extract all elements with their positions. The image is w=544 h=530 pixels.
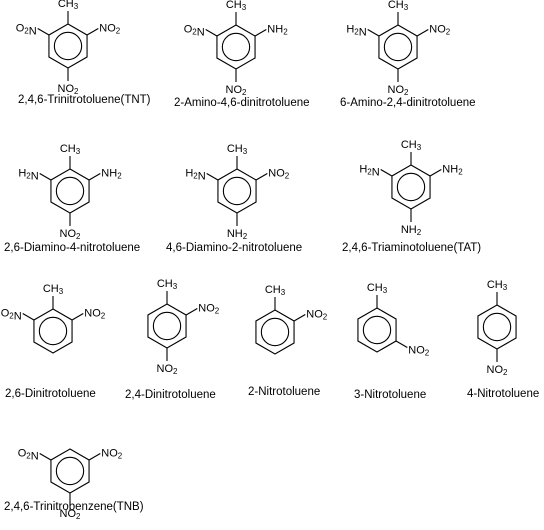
nitro-group-label: NO2 xyxy=(198,302,220,315)
amino-group-label: NH2 xyxy=(267,23,288,36)
bond-top_left xyxy=(39,453,52,461)
nitro-group-label: NO2 xyxy=(226,84,248,97)
bond-top_left xyxy=(39,173,52,181)
aromatic-circle xyxy=(55,176,85,206)
aromatic-circle xyxy=(38,316,68,346)
compound-name-26dnt: 2,6-Dinitrotoluene xyxy=(5,388,96,400)
bond-top_right xyxy=(293,314,306,322)
nitro-group-label: NO2 xyxy=(157,363,179,376)
nitro-group-label: O2N xyxy=(1,307,22,322)
nitro-group-label: O2N xyxy=(16,22,37,37)
amino-group-label: NH2 xyxy=(442,163,463,176)
nitro-group-label: NO2 xyxy=(388,84,410,97)
aromatic-circle xyxy=(482,312,512,342)
bond-top_left xyxy=(206,173,219,181)
aromatic-circle xyxy=(396,172,426,202)
compound-name-26d4: 2,6-Diamino-4-nitrotoluene xyxy=(4,242,141,254)
compound-name-3nt: 3-Nitrotoluene xyxy=(354,389,427,401)
methyl-group-label: CH3 xyxy=(401,139,422,152)
aromatic-circle xyxy=(260,317,290,347)
bond-top_left xyxy=(205,29,218,37)
bond-top_left xyxy=(367,29,380,37)
methyl-group-label: CH3 xyxy=(58,0,79,11)
compound-name-2nt: 2-Nitrotoluene xyxy=(248,386,321,398)
nitro-group-label: NO2 xyxy=(487,364,509,377)
bond-top_right xyxy=(88,453,101,461)
aromatic-circle xyxy=(221,32,251,62)
methyl-group-label: CH3 xyxy=(388,0,409,12)
methyl-group-label: CH3 xyxy=(157,278,178,291)
compound-name-tnt: 2,4,6-Trinitrotoluene(TNT) xyxy=(18,94,151,106)
aromatic-circle xyxy=(222,176,252,206)
aromatic-circle xyxy=(362,315,392,345)
nitro-group-label: NO2 xyxy=(99,22,121,35)
nitro-group-label: NO2 xyxy=(306,308,328,321)
bond-top_right xyxy=(255,173,268,181)
aromatic-circle xyxy=(383,32,413,62)
methyl-group-label: CH3 xyxy=(43,283,64,296)
methyl-group-label: CH3 xyxy=(367,282,388,295)
compound-name-4nt: 4-Nitrotoluene xyxy=(467,388,540,400)
bond-top_left xyxy=(380,169,393,177)
bond-top_left xyxy=(22,313,35,321)
bond-bottom_right xyxy=(395,340,408,348)
nitro-group-label: O2N xyxy=(18,447,39,462)
nitro-group-label: NO2 xyxy=(268,167,290,180)
nitro-group-label: NO2 xyxy=(101,447,123,460)
compound-name-tat: 2,4,6-Triaminotoluene(TAT) xyxy=(342,242,482,254)
bond-top_right xyxy=(185,308,198,316)
benzene-ring xyxy=(357,307,397,353)
bond-top_right xyxy=(254,29,267,37)
bond-top_right xyxy=(86,28,99,36)
nitro-group-label: NO2 xyxy=(60,228,82,241)
aromatic-circle xyxy=(55,456,85,486)
nitro-group-label: NO2 xyxy=(58,83,80,96)
compound-name-2a46: 2-Amino-4,6-dinitrotoluene xyxy=(174,97,310,109)
compound-name-tnb: 2,4,6-Trinitrobenzene(TNB) xyxy=(4,501,144,513)
compound-name-6a24: 6-Amino-2,4-dinitrotoluene xyxy=(340,97,476,109)
amino-group-label: NH2 xyxy=(101,167,122,180)
bond-top_right xyxy=(429,169,442,177)
aromatic-circle xyxy=(152,311,182,341)
bond-top_right xyxy=(88,173,101,181)
methyl-group-label: CH3 xyxy=(60,143,81,156)
aromatic-circle xyxy=(53,31,83,61)
compound-name-24dnt: 2,4-Dinitrotoluene xyxy=(125,389,216,401)
methyl-group-label: CH3 xyxy=(487,279,508,292)
nitro-group-label: NO2 xyxy=(408,344,430,357)
amino-group-label: H2N xyxy=(18,167,38,182)
nitro-group-label: O2N xyxy=(184,23,205,38)
amino-group-label: H2N xyxy=(346,23,366,38)
compound-name-46d2: 4,6-Diamino-2-nitrotoluene xyxy=(166,242,303,254)
methyl-group-label: CH3 xyxy=(227,143,248,156)
amino-group-label: NH2 xyxy=(401,224,422,237)
bond-top_left xyxy=(37,28,50,36)
bond-top_right xyxy=(416,29,429,37)
nitro-group-label: NO2 xyxy=(84,307,106,320)
amino-group-label: H2N xyxy=(359,163,379,178)
nitro-group-label: NO2 xyxy=(60,508,82,521)
methyl-group-label: CH3 xyxy=(265,284,286,297)
amino-group-label: NH2 xyxy=(227,228,248,241)
bond-top_right xyxy=(71,313,84,321)
nitro-group-label: NO2 xyxy=(429,23,451,36)
methyl-group-label: CH3 xyxy=(226,0,247,12)
amino-group-label: H2N xyxy=(185,167,205,182)
